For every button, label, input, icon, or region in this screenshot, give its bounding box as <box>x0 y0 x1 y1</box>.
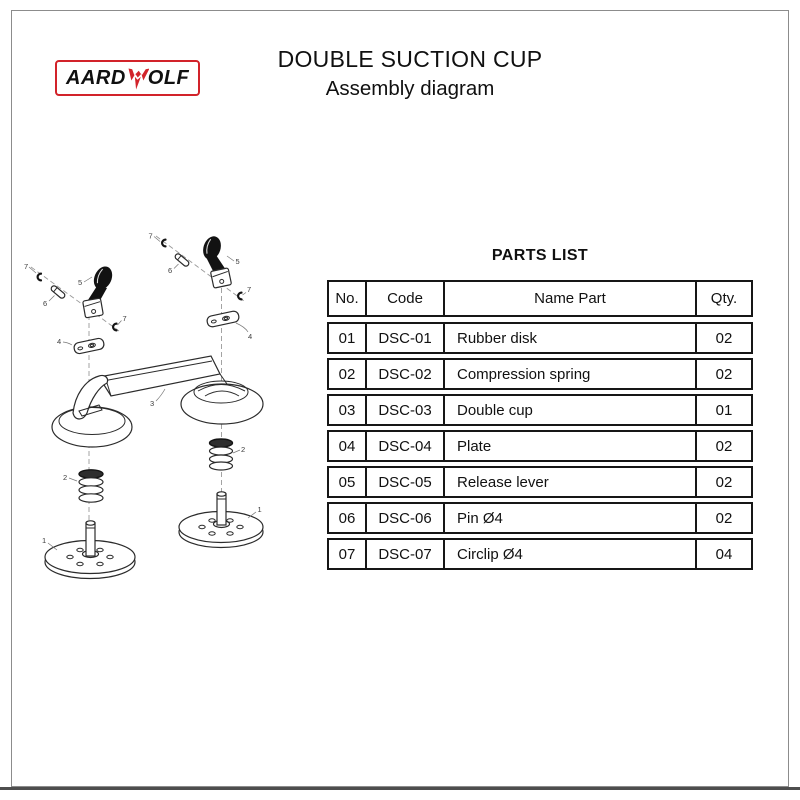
left-disk-callout: 1 <box>42 536 58 551</box>
cell-code: DSC-07 <box>365 540 443 568</box>
left-pin-callout: 6 <box>43 295 55 308</box>
left-spring-callout: 2 <box>63 473 78 482</box>
callout-spring: 2 <box>241 445 245 454</box>
cell-no: 01 <box>338 329 356 347</box>
table-row: 05 DSC-05 Release lever 02 <box>327 466 753 498</box>
col-header-qty: Qty. <box>695 282 751 315</box>
cell-qty: 01 <box>695 396 751 424</box>
cell-no: 07 <box>338 545 356 563</box>
right-rubber-disk <box>178 491 264 549</box>
left-lever-callout: 5 <box>78 276 93 287</box>
callout-rubber-disk: 1 <box>42 536 46 545</box>
page-border <box>11 10 789 787</box>
page-subtitle: Assembly diagram <box>325 77 495 100</box>
left-plate-callout: 4 <box>57 337 73 346</box>
callout-release-lever: 5 <box>78 278 82 287</box>
right-plate <box>206 310 240 328</box>
callout-circlip: 7 <box>247 285 251 294</box>
cell-code: DSC-01 <box>365 324 443 352</box>
table-row: 03 DSC-03 Double cup 01 <box>327 394 753 426</box>
cell-name: Circlip Ø4 <box>443 540 695 568</box>
logo-text-right: OLF <box>147 66 190 89</box>
callout-circlip: 7 <box>123 314 127 323</box>
right-release-lever <box>203 236 232 289</box>
cell-name: Release lever <box>443 468 695 496</box>
cell-name: Plate <box>443 432 695 460</box>
cell-no: 03 <box>338 401 356 419</box>
cell-qty: 02 <box>695 324 751 352</box>
left-compression-spring <box>78 469 104 503</box>
cell-code: DSC-06 <box>365 504 443 532</box>
left-circlip-top: 7 <box>24 262 43 282</box>
callout-pin: 6 <box>168 266 172 275</box>
left-rubber-disk <box>44 520 136 580</box>
double-cup-callout: 3 <box>150 388 166 408</box>
right-spring-callout: 2 <box>232 445 245 454</box>
parts-list-table: No. Code Name Part Qty. 01 DSC-01 Rubber… <box>327 280 753 574</box>
cell-code: DSC-05 <box>365 468 443 496</box>
left-release-lever <box>82 266 113 319</box>
logo-text-left: AARD <box>66 66 126 89</box>
table-row: 01 DSC-01 Rubber disk 02 <box>327 322 753 354</box>
col-header-name: Name Part <box>443 282 695 315</box>
left-pin-axis <box>30 266 120 332</box>
right-plate-callout: 4 <box>235 322 252 341</box>
cell-no: 06 <box>338 509 356 527</box>
table-header-row: No. Code Name Part Qty. <box>327 280 753 317</box>
page-title: DOUBLE SUCTION CUP <box>277 46 543 72</box>
aardwolf-logo: AARD OLF <box>55 60 201 96</box>
left-circlip-bottom: 7 <box>112 314 127 332</box>
cell-no: 02 <box>338 365 356 383</box>
cell-code: DSC-04 <box>365 432 443 460</box>
table-row: 02 DSC-02 Compression spring 02 <box>327 358 753 390</box>
right-pin-axis <box>155 235 245 302</box>
assembly-exploded-diagram: 7 6 5 7 4 <box>24 232 264 580</box>
right-compression-spring <box>208 438 234 471</box>
table-row: 07 DSC-07 Circlip Ø4 04 <box>327 538 753 570</box>
callout-rubber-disk: 1 <box>258 505 262 514</box>
cell-name: Pin Ø4 <box>443 504 695 532</box>
cell-no: 05 <box>338 473 356 491</box>
right-disk-callout: 1 <box>247 505 262 519</box>
col-header-no: No. <box>335 290 359 307</box>
cell-qty: 02 <box>695 432 751 460</box>
callout-release-lever: 5 <box>236 257 240 266</box>
title-block: DOUBLE SUCTION CUP Assembly diagram <box>20 46 800 101</box>
cell-no: 04 <box>338 437 356 455</box>
col-header-code: Code <box>365 282 443 315</box>
left-plate <box>73 337 105 355</box>
table-row: 06 DSC-06 Pin Ø4 02 <box>327 502 753 534</box>
right-circlip-bottom: 7 <box>237 285 251 301</box>
callout-double-cup: 3 <box>150 399 154 408</box>
cell-name: Double cup <box>443 396 695 424</box>
parts-list-heading: PARTS LIST <box>491 247 589 264</box>
callout-spring: 2 <box>63 473 67 482</box>
cell-name: Rubber disk <box>443 324 695 352</box>
callout-plate: 4 <box>248 332 252 341</box>
callout-circlip: 7 <box>149 232 153 241</box>
wolf-head-icon <box>128 68 149 90</box>
left-pin <box>50 285 66 299</box>
cell-qty: 04 <box>695 540 751 568</box>
cell-name: Compression spring <box>443 360 695 388</box>
callout-plate: 4 <box>57 337 61 346</box>
double-cup-body <box>51 355 264 448</box>
right-pin-callout: 6 <box>168 263 179 275</box>
cell-qty: 02 <box>695 360 751 388</box>
cell-qty: 02 <box>695 504 751 532</box>
callout-pin: 6 <box>43 299 47 308</box>
callout-circlip: 7 <box>24 262 28 271</box>
table-row: 04 DSC-04 Plate 02 <box>327 430 753 462</box>
cell-code: DSC-02 <box>365 360 443 388</box>
right-lever-callout: 5 <box>226 255 240 266</box>
cell-code: DSC-03 <box>365 396 443 424</box>
page-bottom-edge <box>0 787 800 790</box>
right-circlip-top: 7 <box>149 232 167 248</box>
right-pin <box>174 253 190 267</box>
cell-qty: 02 <box>695 468 751 496</box>
